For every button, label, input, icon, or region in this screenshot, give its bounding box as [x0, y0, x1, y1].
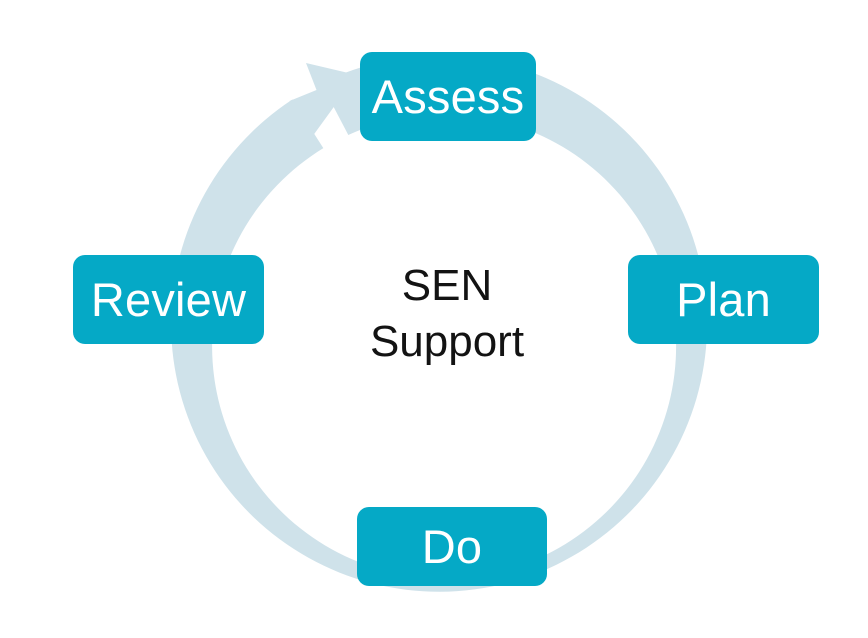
node-review[interactable]: Review [73, 255, 264, 344]
center-label: SEN Support [297, 258, 597, 370]
node-assess[interactable]: Assess [360, 52, 536, 141]
node-review-label: Review [90, 273, 247, 326]
node-do-label: Do [421, 520, 483, 573]
node-plan[interactable]: Plan [628, 255, 819, 344]
ring-band [171, 55, 708, 592]
node-assess-label: Assess [371, 70, 525, 123]
node-plan-label: Plan [676, 273, 771, 326]
node-do[interactable]: Do [357, 507, 547, 586]
center-label-line-1: SEN [401, 261, 493, 310]
center-label-line-2: Support [369, 317, 525, 366]
